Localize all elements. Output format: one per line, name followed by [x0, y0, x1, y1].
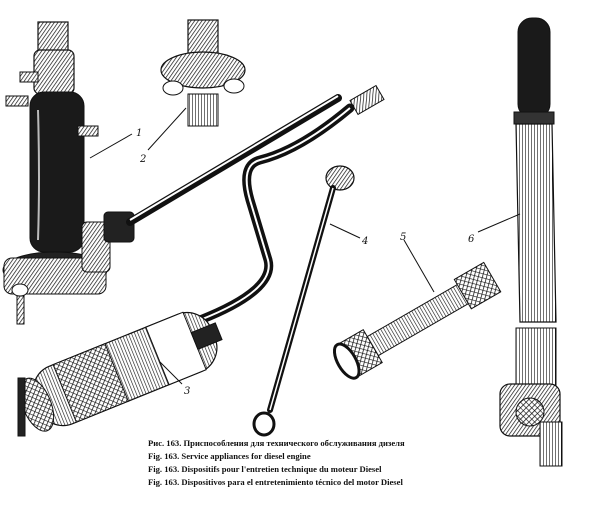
- tool-3-grease-gun: [17, 84, 385, 437]
- caption-spanish: Fig. 163. Dispositivos para el entreteni…: [148, 477, 403, 487]
- tool-1-pump-stand: [2, 21, 135, 325]
- tool-4-wrench: [252, 165, 355, 437]
- callout-6: 6: [468, 234, 475, 245]
- callout-3: 3: [184, 386, 190, 397]
- callout-4: 4: [361, 236, 368, 247]
- caption-english: Fig. 163. Service appliances for diesel …: [148, 451, 311, 461]
- tool-2-fitting: [160, 19, 246, 127]
- tool-6-gauge-bar: [499, 17, 563, 467]
- callout-5: 5: [400, 232, 406, 243]
- rod: [126, 94, 342, 226]
- tool-5-splined-shaft: [332, 261, 502, 380]
- figure-caption: Рис. 163. Приспособления для техническог…: [148, 437, 588, 489]
- caption-french: Fig. 163. Dispositifs pour l'entretien t…: [148, 464, 382, 474]
- caption-russian: Рис. 163. Приспособления для техническог…: [148, 438, 405, 448]
- callout-2: 2: [139, 154, 146, 165]
- leader-lines: [89, 107, 521, 385]
- callout-1: 1: [136, 128, 142, 139]
